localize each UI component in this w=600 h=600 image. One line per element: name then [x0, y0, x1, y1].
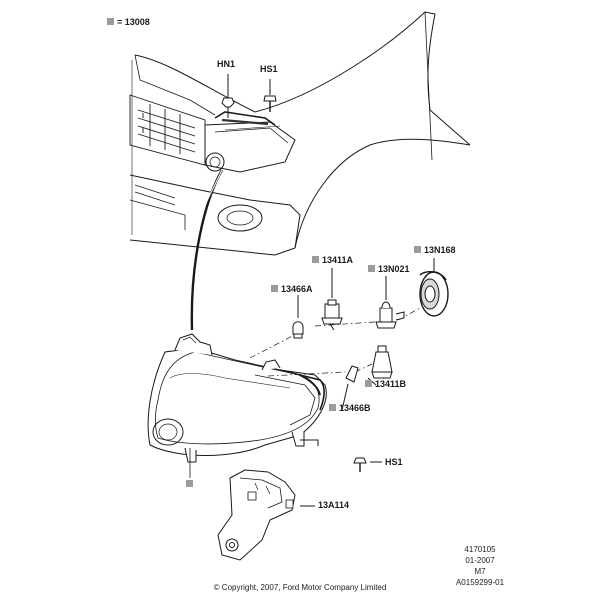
- callout-13411a: 13411A: [312, 256, 353, 265]
- callout-13411a-text: 13411A: [322, 255, 354, 265]
- callout-hs1-bottom: HS1: [385, 457, 403, 467]
- bulb-13n021: [375, 301, 405, 329]
- reference-id: A0159299-01: [455, 578, 505, 587]
- bulb-13466a: [292, 321, 304, 339]
- bulb-13466b: [345, 365, 359, 383]
- dust-cap-13n168: [419, 271, 449, 317]
- callout-13466b-text: 13466B: [339, 403, 371, 413]
- callout-hn1: HN1: [217, 59, 236, 69]
- copyright-notice: © Copyright, 2007, Ford Motor Company Li…: [213, 583, 387, 592]
- leader-13411b: [367, 377, 377, 386]
- hs1-screw-top-icon: [263, 95, 277, 112]
- vehicle-headlamp-lens: [205, 152, 225, 172]
- callout-hs1-top: HS1: [260, 64, 278, 74]
- leader-13466b: [341, 383, 349, 411]
- legend-13008: = 13008: [107, 18, 150, 27]
- fog-lamp-bezel: [217, 204, 263, 232]
- callout-13008-marker: [186, 480, 196, 489]
- grille: [129, 94, 206, 166]
- headlamp-assembly: [147, 333, 327, 478]
- legend-swatch: [107, 18, 114, 26]
- hs1-screw-bottom-icon: [353, 457, 367, 472]
- callout-13n168-text: 13N168: [424, 245, 456, 255]
- fender-panel-line: [424, 11, 433, 161]
- callout-13n168: 13N168: [414, 246, 456, 255]
- drawing-reference: 4170105 01-2007 M7 A0159299-01: [440, 544, 520, 588]
- hood-latch-area: [134, 54, 216, 116]
- callout-13466a: 13466A: [271, 285, 313, 294]
- hn1-nut-icon: [221, 97, 235, 118]
- callout-13411b: 13411B: [365, 380, 406, 389]
- front-bumper: [129, 174, 301, 249]
- legend-text: = 13008: [117, 17, 150, 27]
- vehicle-front-end: [129, 11, 471, 256]
- hood-edge: [134, 54, 256, 113]
- socket-13411a: [321, 299, 343, 331]
- fender-wheel-arch: [294, 138, 471, 249]
- bumper-bottom-edge: [129, 239, 296, 256]
- mount-bracket-13a114: [217, 469, 296, 561]
- callout-13n021-text: 13N021: [378, 264, 410, 274]
- socket-13411b: [371, 345, 393, 379]
- callout-13n021: 13N021: [368, 265, 410, 274]
- reference-number: 4170105: [464, 545, 496, 554]
- callout-13466a-text: 13466A: [281, 284, 313, 294]
- low-beam-projector: [152, 418, 184, 446]
- callout-13466b: 13466B: [329, 404, 371, 413]
- callout-13a114: 13A114: [318, 500, 350, 510]
- callout-13411b-text: 13411B: [375, 379, 407, 389]
- fender-top-edge: [254, 11, 471, 146]
- reference-date: 01-2007: [465, 556, 495, 565]
- reference-model: M7: [474, 567, 486, 576]
